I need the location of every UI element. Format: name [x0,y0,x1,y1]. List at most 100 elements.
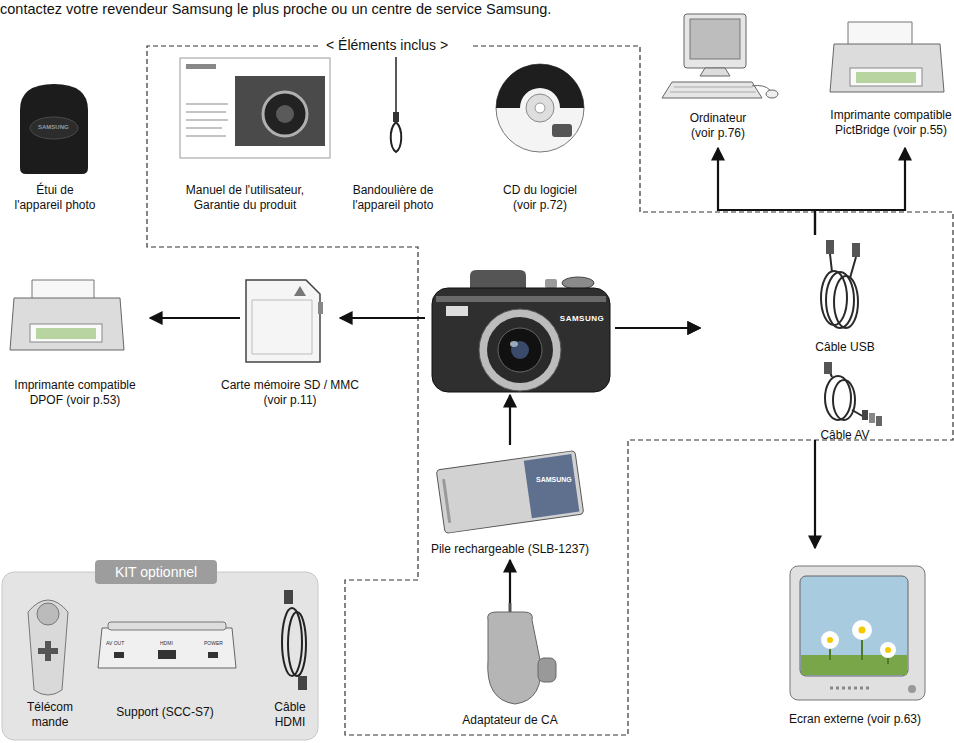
remote-body [28,600,68,695]
adapter-plug [538,658,556,682]
camera-cradle [98,622,236,668]
manual-lens-core [276,105,294,123]
printer-paper [32,280,94,300]
camera-flash [446,306,468,316]
flower-center [885,647,891,653]
battery-body [436,451,584,534]
hdmi-plug [284,590,293,604]
printer-tray [850,68,922,86]
hdmi-cable [282,590,307,690]
item-caption: Câble USB [785,340,905,355]
accessory-item: Carte mémoire SD / MMC (voir p.11) [240,270,340,415]
connector-arrow [615,327,700,329]
accessory-item: Pile rechargeable (SLB-1237) [430,445,590,560]
item-caption: Câble HDMI [270,700,310,730]
rca-plug [876,416,882,426]
card-lock [318,302,323,314]
card-label [252,300,312,354]
manual-logo [186,64,216,69]
card-arrow [294,286,306,296]
item-caption: Étui de l'appareil photo [12,183,98,213]
item-caption: Adaptateur de CA [450,713,570,728]
flower-center [859,627,866,634]
accessory-item: Étui de l'appareil photo [5,80,105,215]
item-caption: Support (SCC-S7) [105,705,225,720]
cable-item: Câble USB [700,235,954,328]
user-manual [180,58,330,158]
camera-body: SAMSUNG [425,248,615,395]
accessory-item: Manuel de l'utilisateur, Garantie du pro… [170,52,340,215]
connector-arrow [615,327,700,329]
camera-body [432,288,610,392]
case-body [20,84,88,174]
monitor-screen [690,19,740,59]
mode-dial [562,277,594,289]
dpof-printer [10,280,124,350]
port-label: AV OUT [106,640,124,646]
camera-trim [436,296,606,302]
group-heading: KIT optionnel [95,560,217,584]
lens-core [511,341,529,359]
item-caption: Pile rechargeable (SLB-1237) [425,542,595,557]
manual-text-lines [186,104,228,136]
battery-contacts [444,479,450,523]
flower-center [827,637,833,643]
port-label: HDMI [160,640,173,646]
rca-plug [869,413,875,423]
manual-photo [235,76,325,146]
camera-case [20,84,88,174]
sd-card [246,280,323,362]
rca-plug [862,410,868,420]
device-item: Ecran externe (voir p.63) [770,548,940,735]
lens-glass [498,328,542,372]
remote-button [37,603,59,625]
flower [821,631,839,649]
computer [662,14,778,98]
printer-paper [848,22,912,46]
remote-dpad [45,641,51,661]
kit-item: Câble HDMI [260,585,315,735]
printer-tray [30,324,102,342]
pictbridge-printer [830,22,944,92]
brand-mark: SAMSUNG [38,124,69,130]
item-caption: Bandoulière de l'appareil photo [348,183,438,213]
item-caption: Télécom mande [25,700,75,730]
item-caption: Câble AV [785,428,905,443]
av-cable [824,362,882,426]
brand-mark: SAMSUNG [557,314,607,324]
monitor-stand [700,68,730,76]
cradle-body [98,628,236,668]
device-item: Imprimante compatible PictBridge (voir p… [828,8,954,148]
battery-label [524,454,580,518]
ac-adapter [488,603,556,704]
item-caption: Imprimante compatible PictBridge (voir p… [828,108,954,138]
software-cd [496,64,584,152]
item-caption: Imprimante compatible DPOF (voir p.53) [5,378,145,408]
keyboard [662,82,762,98]
cable-end [828,368,866,418]
connector-arrow [815,148,905,235]
digital-camera [432,270,610,392]
item-caption: Manuel de l'utilisateur, Garantie du pro… [175,183,315,213]
item-caption: Ecran externe (voir p.63) [775,712,935,727]
cable-coil [288,612,306,676]
battery [436,451,584,534]
accessory-item: Bandoulière de l'appareil photo [345,52,445,215]
television [790,566,925,700]
tv-frame [790,566,925,700]
strap-loop [391,122,402,152]
usb-plug [852,243,860,257]
strap-bead [393,112,399,122]
cable-end [830,254,856,278]
hdmi-plug [298,676,307,690]
manual-lens [263,92,307,136]
cd-disc [496,64,584,152]
optional-kit-panel [2,572,318,740]
connector-arrow [718,148,815,235]
accessory-item: Adaptateur de CA [470,603,550,738]
manual-cover [180,58,330,158]
connector-arrow [814,440,816,548]
